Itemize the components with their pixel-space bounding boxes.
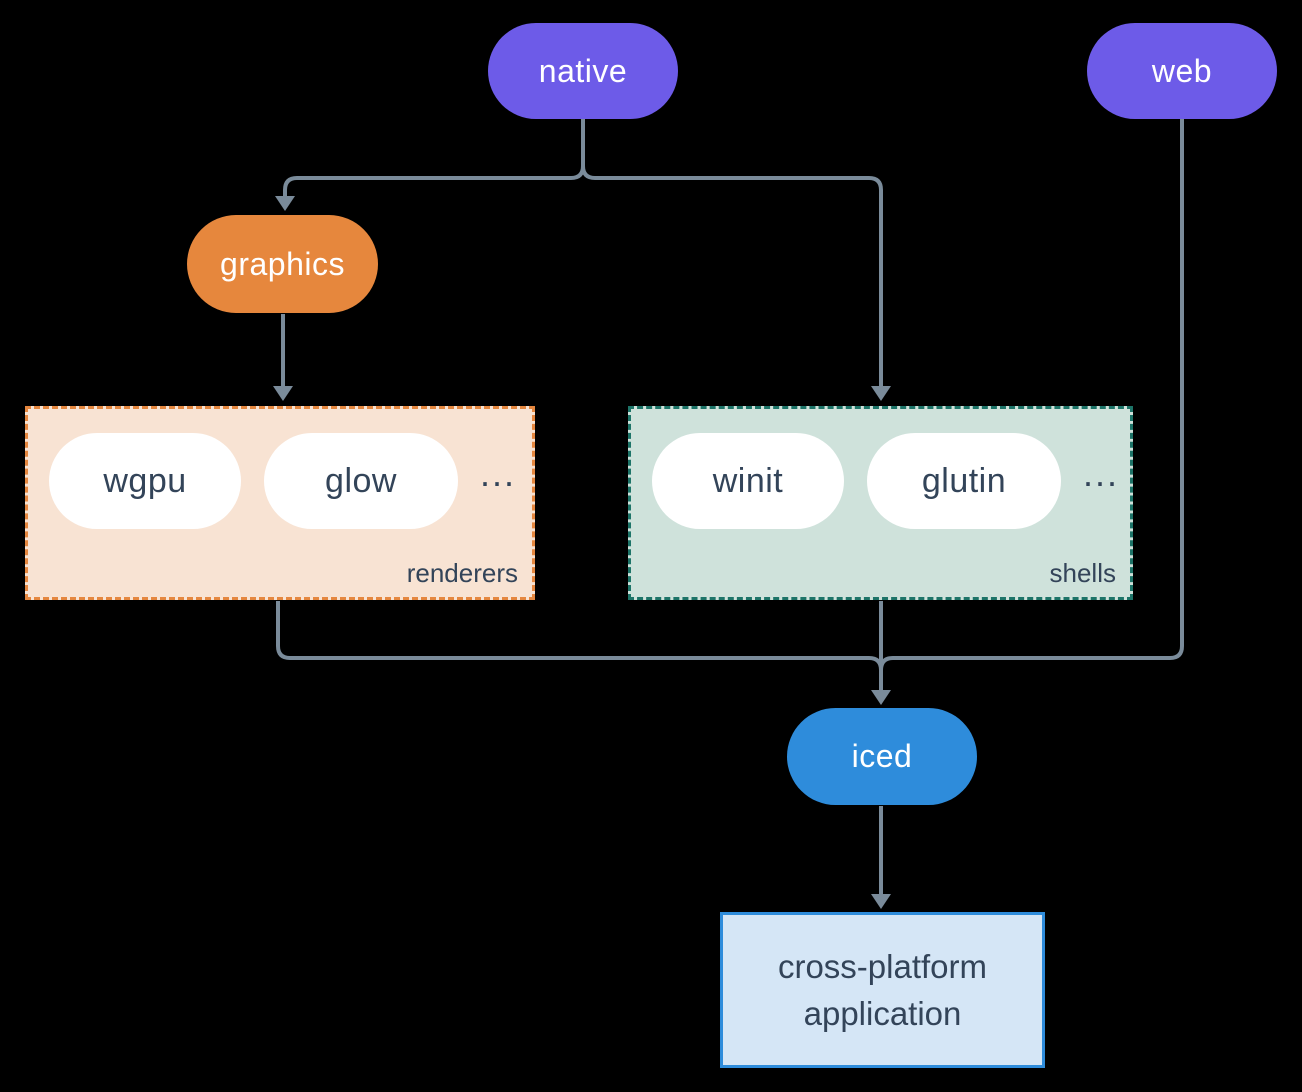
node-native-label: native [538, 52, 628, 89]
arrowhead-iced-icon [871, 690, 891, 705]
node-cross-platform-application: cross-platform application [720, 912, 1045, 1068]
node-iced: iced [787, 708, 977, 805]
arrowhead-shells-icon [871, 386, 891, 401]
node-web: web [1087, 23, 1277, 119]
renderers-ellipsis: ... [480, 453, 517, 494]
node-wgpu: wgpu [49, 433, 241, 529]
arrowhead-graphics-icon [275, 196, 295, 211]
edge-native-to-shells [581, 165, 883, 386]
node-glow-label: glow [325, 461, 397, 500]
arrowhead-renderers-icon [273, 386, 293, 401]
group-renderers: wgpu glow ... renderers [25, 406, 535, 600]
node-glutin: glutin [867, 433, 1061, 529]
renderers-group-label: renderers [406, 558, 518, 588]
app-box-label-line2: application [803, 995, 962, 1032]
shells-group-label: shells [1049, 558, 1116, 588]
node-winit: winit [652, 433, 844, 529]
shells-ellipsis: ... [1083, 453, 1120, 494]
node-graphics: graphics [187, 215, 378, 313]
edge-renderers-to-merge [276, 601, 883, 671]
node-graphics-label: graphics [220, 245, 345, 282]
node-glutin-label: glutin [921, 461, 1007, 500]
node-winit-label: winit [712, 461, 784, 500]
node-native: native [488, 23, 678, 119]
group-shells: winit glutin ... shells [628, 406, 1133, 600]
node-web-label: web [1151, 52, 1213, 89]
node-wgpu-label: wgpu [103, 461, 187, 500]
edge-native-to-graphics [283, 165, 585, 196]
node-glow: glow [264, 433, 458, 529]
node-iced-label: iced [851, 738, 913, 774]
app-box-label-line1: cross-platform [777, 948, 988, 985]
arrowhead-app-icon [871, 894, 891, 909]
